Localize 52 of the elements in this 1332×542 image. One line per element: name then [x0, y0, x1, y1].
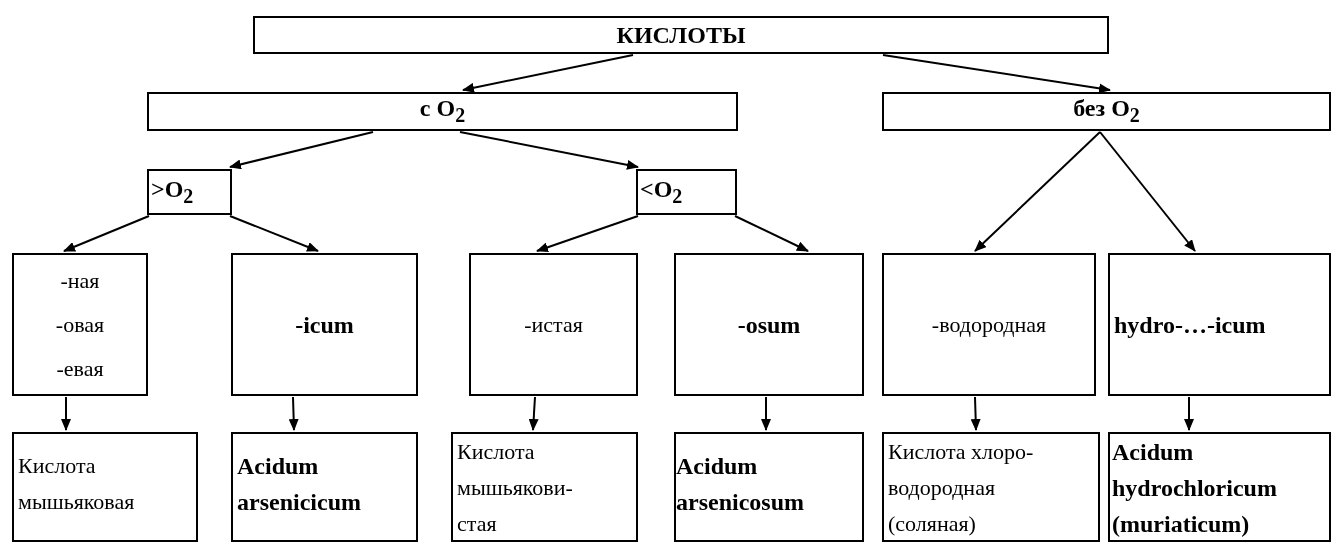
node-label: Acidum hydrochloricum (muriaticum) [1112, 438, 1278, 539]
text-box [882, 92, 1331, 131]
arrow [229, 215, 319, 252]
node-label: hydro-…-icum [1114, 310, 1266, 340]
node-label: Кислота хлоро- водородная (соляная) [888, 438, 1035, 538]
text-box [12, 253, 148, 396]
text-box [12, 432, 198, 542]
node-label: -icum [295, 310, 354, 340]
node-label: с O$_{2}$ [419, 94, 466, 128]
node-label: Кислота мышьяковая [18, 452, 136, 516]
node-label: -овая [55, 310, 105, 339]
text-box [882, 253, 1096, 396]
node-label: -водородная [931, 310, 1047, 339]
node-label: без O$_{2}$ [1073, 94, 1140, 128]
text-box [674, 253, 864, 396]
text-box [451, 432, 638, 542]
arrow [288, 396, 299, 431]
arrow [536, 215, 639, 253]
node-label: Acidum arsenicicum [237, 452, 362, 517]
node-label: >O$_{2}$ [151, 174, 194, 209]
arrow [61, 396, 71, 431]
arrow [462, 54, 634, 93]
arrow [734, 215, 809, 252]
node-label: Кислота мышьякови- стая [457, 438, 574, 538]
node-label: -ная [60, 266, 100, 295]
arrow [974, 131, 1101, 252]
node-label: -osum [737, 310, 801, 340]
arrow [970, 396, 981, 431]
text-box [147, 169, 232, 215]
text-box [231, 253, 418, 396]
text-box [882, 432, 1100, 542]
text-box [674, 432, 864, 542]
arrow [1184, 396, 1194, 431]
arrow [882, 54, 1111, 94]
node-label: -истая [524, 310, 583, 339]
text-box [1108, 253, 1331, 396]
arrow [63, 215, 150, 252]
text-box [636, 169, 737, 215]
arrow [761, 396, 771, 431]
text-box [147, 92, 738, 131]
node-label: КИСЛОТЫ [616, 21, 746, 50]
arrow [459, 131, 639, 170]
text-box [469, 253, 638, 396]
text-box [253, 16, 1109, 54]
arrow [528, 396, 539, 431]
node-label: <O$_{2}$ [640, 174, 683, 209]
text-box [231, 432, 418, 542]
node-label: Acidum arsenicosum [676, 452, 805, 517]
node-label: -евая [56, 354, 104, 383]
arrow [229, 131, 374, 170]
text-box [1108, 432, 1331, 542]
arrow [1099, 131, 1196, 252]
